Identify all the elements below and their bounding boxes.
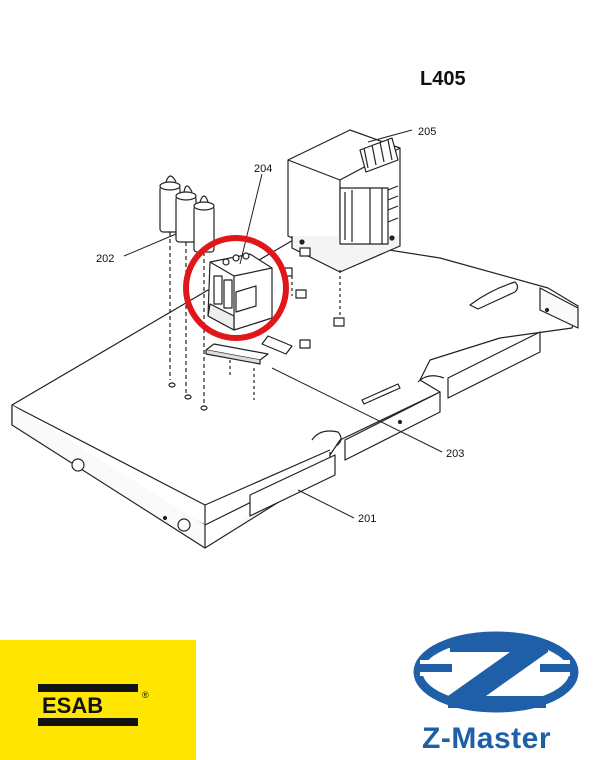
callout-205: 205 bbox=[418, 126, 436, 138]
z-master-brand-text: Z-Master bbox=[422, 722, 552, 755]
din-rail bbox=[205, 335, 293, 400]
contactor bbox=[207, 252, 273, 331]
callout-202: 202 bbox=[96, 253, 114, 265]
callout-204: 204 bbox=[254, 163, 272, 175]
esab-brand-text: ESAB bbox=[42, 693, 103, 718]
model-code: L405 bbox=[420, 68, 466, 90]
highlight-circle bbox=[183, 235, 289, 341]
leader-lines bbox=[123, 129, 443, 519]
z-master-logo-mark bbox=[413, 631, 579, 713]
esab-logo: ESAB ® bbox=[38, 684, 149, 726]
callout-201: 201 bbox=[358, 513, 376, 525]
transformer bbox=[287, 129, 401, 273]
registered-mark: ® bbox=[142, 690, 149, 700]
base-plate bbox=[11, 235, 579, 549]
capacitors bbox=[159, 175, 215, 411]
callout-203: 203 bbox=[446, 448, 464, 460]
